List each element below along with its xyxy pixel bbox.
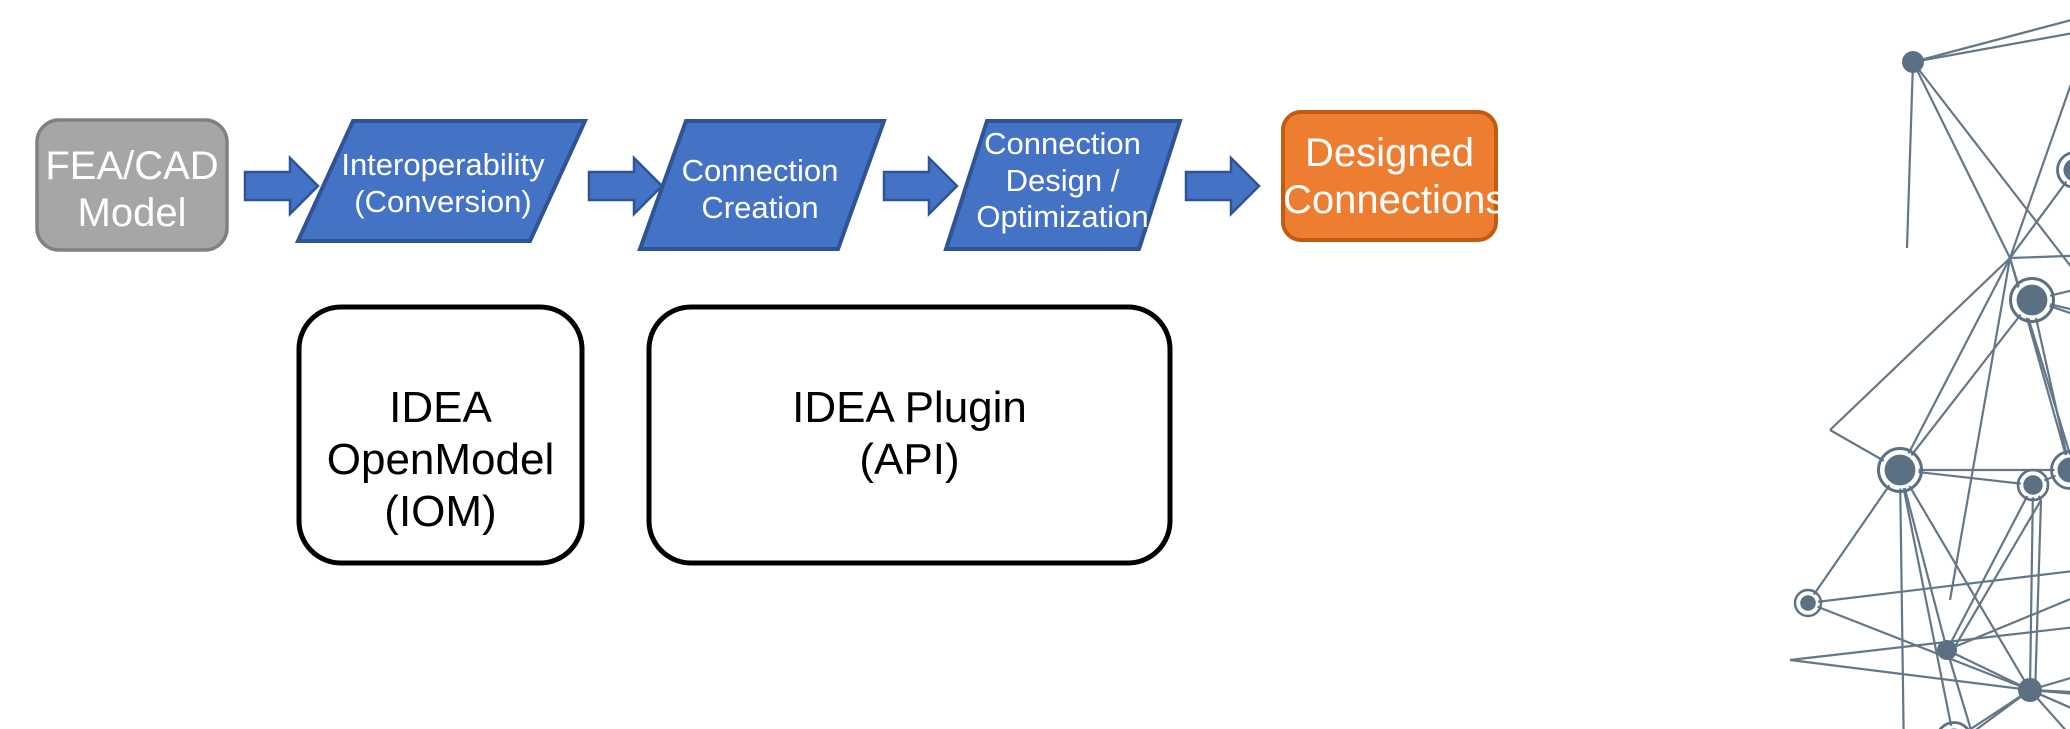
node-connection-design-optimization[interactable] <box>943 119 1183 251</box>
node-designed-connections[interactable] <box>1281 110 1498 242</box>
node-fea-cad-model[interactable] <box>35 118 229 252</box>
group-box-iom <box>296 304 585 566</box>
arrow-1-icon <box>243 154 320 218</box>
arrow-4-icon <box>1184 154 1261 218</box>
arrow-3-icon <box>882 154 959 218</box>
node-interoperability[interactable] <box>294 119 589 243</box>
group-box-plugin <box>646 304 1173 566</box>
node-connection-creation[interactable] <box>637 119 887 251</box>
arrow-2-icon <box>587 154 664 218</box>
